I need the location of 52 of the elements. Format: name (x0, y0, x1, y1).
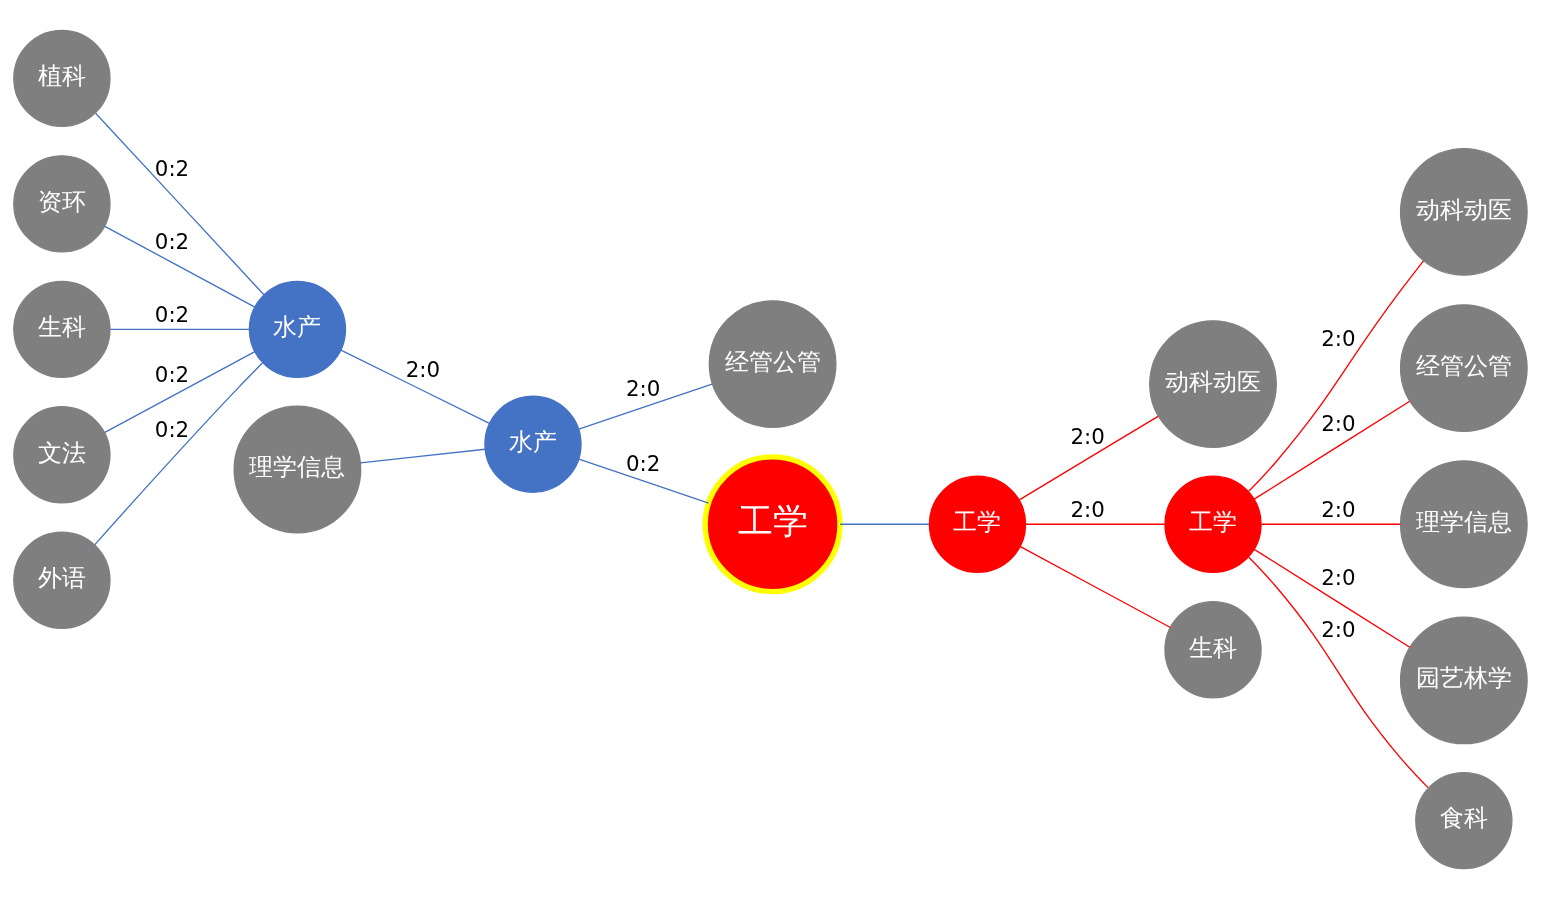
connector (578, 382, 713, 430)
node-circle: 水产 (484, 394, 582, 493)
connector (359, 448, 486, 463)
connector (1019, 545, 1172, 628)
edge-label: 0:2 (154, 361, 190, 387)
edge-label: 2:0 (625, 375, 661, 401)
node-circle: 水产 (248, 280, 347, 378)
node-circle: 工学 (702, 453, 843, 594)
connector (340, 348, 491, 424)
node-circle: 外语 (13, 531, 111, 629)
node-circle: 理学信息 (1399, 459, 1528, 588)
edge-label: 0:2 (625, 450, 661, 476)
edge-label: 2:0 (405, 356, 441, 382)
connector (1260, 523, 1402, 525)
connector (1025, 523, 1166, 525)
node-circle: 园艺林学 (1399, 616, 1528, 744)
edge-label: 2:0 (1321, 496, 1356, 522)
connector (94, 112, 265, 295)
node-circle: 生科 (1164, 600, 1262, 698)
connector (839, 523, 930, 525)
node-circle: 文法 (13, 405, 111, 504)
node-circle: 经管公管 (708, 299, 837, 428)
edge-label: 2:0 (1321, 325, 1356, 351)
edge-label: 0:2 (154, 228, 190, 254)
edge-label: 2:0 (1321, 410, 1356, 436)
node-circle: 理学信息 (233, 405, 362, 533)
edge-label: 0:2 (154, 301, 190, 327)
edge-label: 2:0 (1321, 564, 1356, 590)
connector (93, 361, 264, 546)
node-circle: 植科 (13, 29, 111, 127)
node-circle: 资环 (13, 154, 111, 253)
edge-label: 2:0 (1070, 496, 1105, 522)
connector (1248, 259, 1425, 492)
connector (109, 328, 250, 330)
node-circle: 食科 (1415, 771, 1513, 869)
node-circle: 生科 (13, 280, 111, 378)
connector (1253, 400, 1411, 500)
edge-label: 0:2 (154, 416, 190, 442)
connector (1018, 415, 1159, 500)
edge-label: 2:0 (1070, 423, 1105, 449)
connector (578, 458, 710, 504)
node-circle: 工学 (928, 475, 1027, 573)
node-circle: 经管公管 (1399, 303, 1528, 432)
connector (104, 350, 256, 433)
connector (104, 225, 256, 308)
edge-label: 2:0 (1321, 616, 1356, 642)
node-circle: 动科动医 (1149, 319, 1277, 448)
node-circle: 工学 (1164, 475, 1262, 573)
connector (1248, 556, 1429, 788)
connector (1253, 548, 1411, 648)
node-circle: 动科动医 (1399, 147, 1528, 276)
edge-label: 0:2 (154, 155, 190, 181)
